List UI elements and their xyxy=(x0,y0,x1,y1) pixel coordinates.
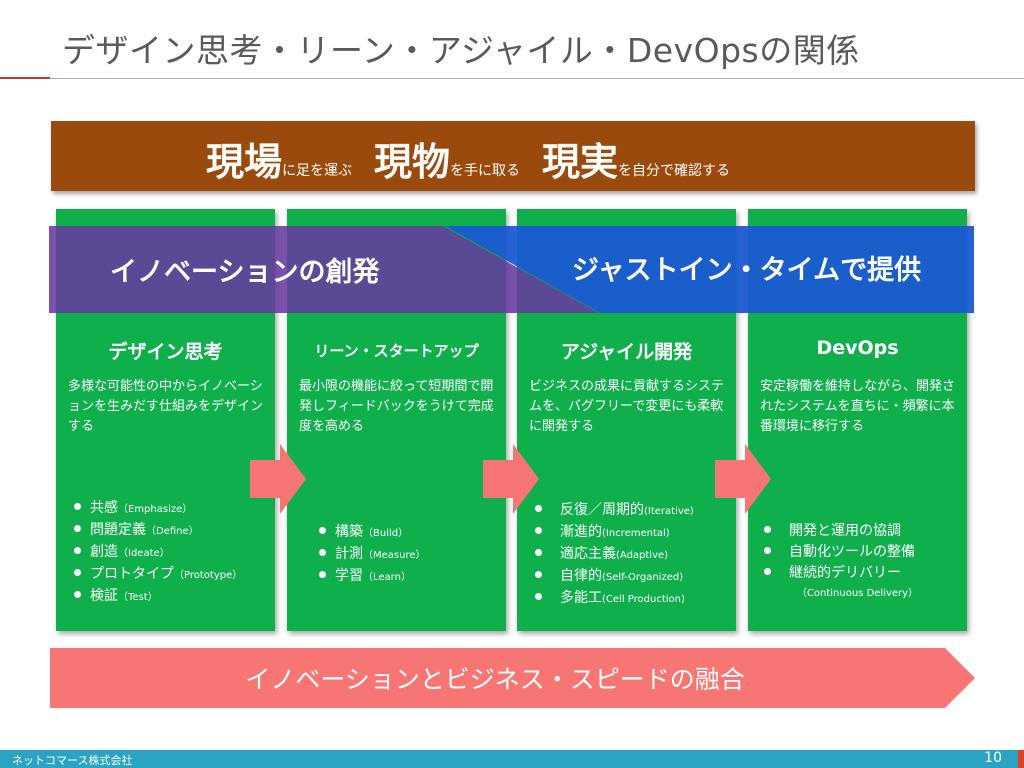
bottom-banner-text: イノベーションとビジネス・スピードの融合 xyxy=(245,665,745,694)
column-items: 開発と運用の協調 自動化ツールの整備 継続的デリバリー xyxy=(764,521,915,584)
column-title: デザイン思考 xyxy=(108,341,223,363)
footer-company: ネットコマース株式会社 xyxy=(12,754,133,767)
list-item: 自動化ツールの整備 xyxy=(764,542,915,563)
title-accent-rule xyxy=(0,77,50,79)
genba-banner: 現場に足を運ぶ 現物を手に取る 現実を自分で確認する xyxy=(51,121,975,191)
list-item: 創造（Ideate） xyxy=(74,542,242,564)
arrow-right-icon xyxy=(715,444,771,514)
list-item: 反復／周期的(Iterative) xyxy=(535,500,694,522)
title-divider xyxy=(50,78,1024,79)
banner-phrase-2: を手に取る xyxy=(450,163,521,179)
banner-text: 現場に足を運ぶ 現物を手に取る 現実を自分で確認する xyxy=(206,131,730,186)
banner-phrase-1: に足を運ぶ xyxy=(282,163,353,179)
slide-title: デザイン思考・リーン・アジャイル・DevOpsの関係 xyxy=(62,31,860,70)
list-item: 学習（Learn） xyxy=(319,566,426,588)
column-items: 構築（Build） 計測（Measure） 学習（Learn） xyxy=(319,522,426,588)
arrow-right-icon xyxy=(483,444,539,514)
jit-overlay-label: ジャストイン・タイムで提供 xyxy=(572,255,922,286)
list-item: プロトタイプ（Prototype） xyxy=(74,564,242,586)
banner-word-3: 現実 xyxy=(542,140,619,184)
list-item: 検証（Test） xyxy=(74,586,242,608)
innovation-overlay-label: イノベーションの創発 xyxy=(110,257,380,288)
list-item: 問題定義（Define） xyxy=(74,520,242,542)
list-item: 多能工(Cell Production) xyxy=(535,588,694,610)
page-number: 10 xyxy=(984,750,1002,766)
column-title: リーン・スタートアップ xyxy=(314,342,479,360)
column-description: 安定稼働を維持しながら、開発されたシステムを直ちに・頻繁に本番環境に移行する xyxy=(760,379,956,434)
column-description: ビジネスの成果に貢献するシステムを、バグフリーで変更にも柔軟に開発する xyxy=(529,379,725,434)
bottom-banner xyxy=(50,648,975,708)
list-item: 計測（Measure） xyxy=(319,544,426,566)
column-items: 共感（Emphasize） 問題定義（Define） 創造（Ideate） プロ… xyxy=(74,498,242,608)
footer-bar: ネットコマース株式会社 10 xyxy=(0,750,1024,768)
column-items: 反復／周期的(Iterative) 漸進的(Incremental) 適応主義(… xyxy=(535,500,694,610)
list-item: 構築（Build） xyxy=(319,522,426,544)
continuous-delivery-note: （Continuous Delivery） xyxy=(796,588,919,599)
banner-phrase-3: を自分で確認する xyxy=(618,163,731,179)
list-item: 自律的(Self-Organized) xyxy=(535,566,694,588)
column-title: アジャイル開発 xyxy=(560,341,693,363)
list-item: 適応主義(Adaptive) xyxy=(535,544,694,566)
banner-word-2: 現物 xyxy=(374,140,451,184)
footer-accent xyxy=(1018,750,1024,768)
arrow-right-icon xyxy=(250,444,306,514)
banner-word-1: 現場 xyxy=(206,140,283,184)
list-item: 漸進的(Incremental) xyxy=(535,522,694,544)
column-description: 多様な可能性の中からイノベーションを生みだす仕組みをデザインする xyxy=(68,379,264,434)
column-title: DevOps xyxy=(816,337,899,359)
list-item: 継続的デリバリー xyxy=(764,563,915,584)
list-item: 共感（Emphasize） xyxy=(74,498,242,520)
list-item: 開発と運用の協調 xyxy=(764,521,915,542)
column-description: 最小限の機能に絞って短期間で開発しフィードバックをうけて完成度を高める xyxy=(299,379,494,434)
